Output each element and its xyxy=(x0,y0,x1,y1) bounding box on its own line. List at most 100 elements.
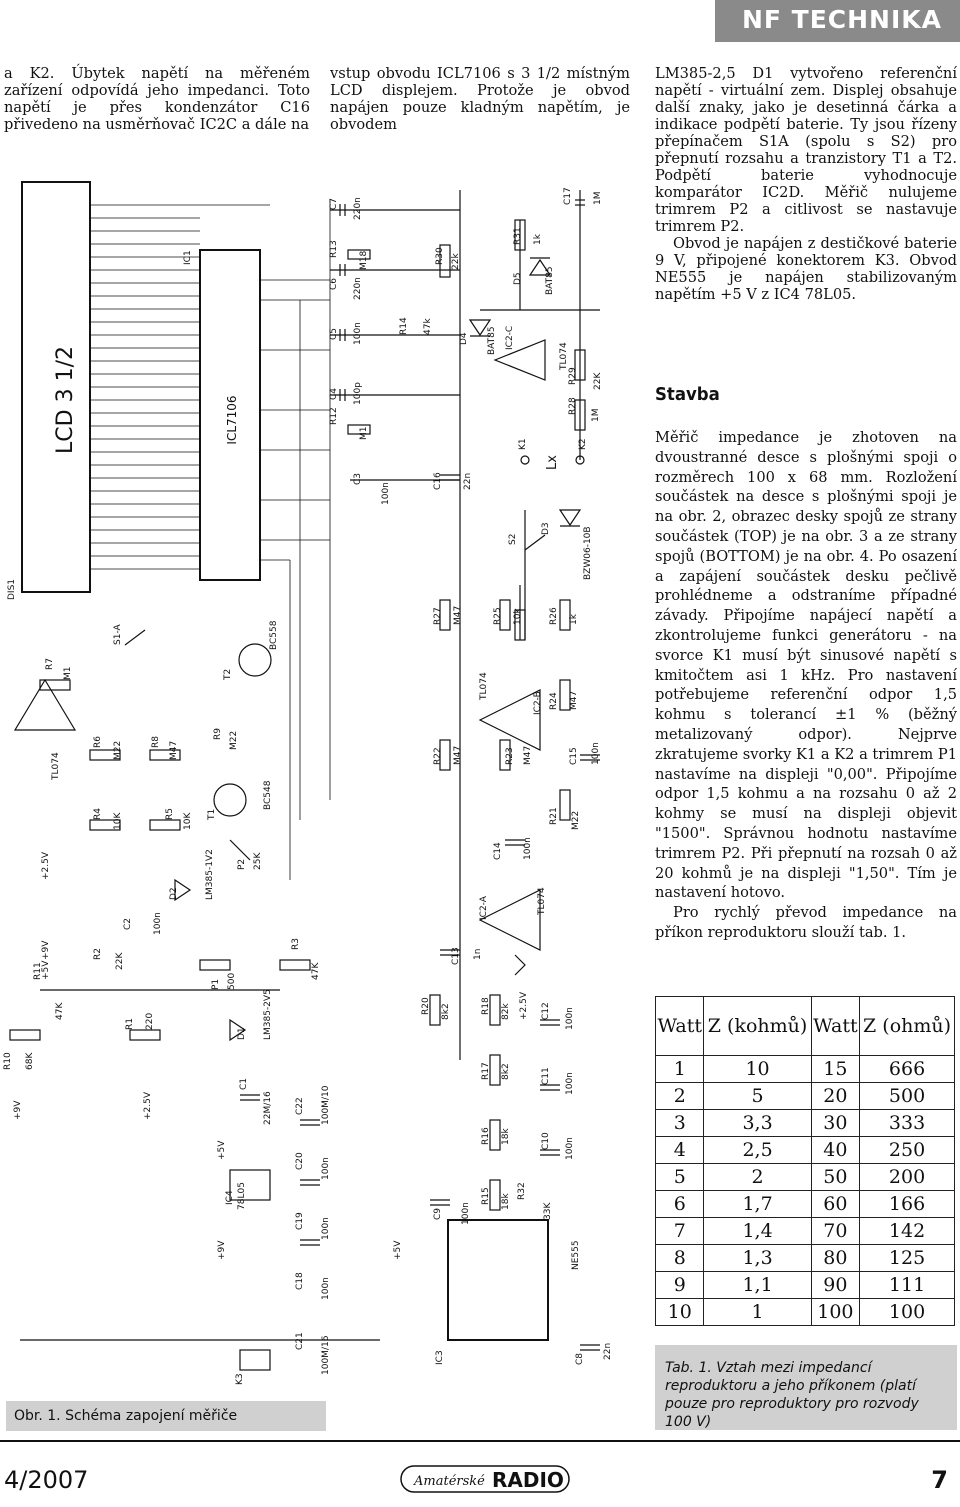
table-cell: 1 xyxy=(703,1298,812,1326)
label: C17 xyxy=(563,187,573,205)
paragraph: Měřič impedance je zhotoven na dvoustran… xyxy=(655,429,957,902)
column-header: Z (ohmů) xyxy=(859,996,955,1056)
label: C9 xyxy=(433,1208,443,1220)
column-header: Z (kohmů) xyxy=(703,996,812,1056)
table-cell: 2 xyxy=(703,1163,812,1191)
table-cell: 4 xyxy=(654,1136,705,1164)
table-cell: 100 xyxy=(810,1298,861,1326)
label: R15 xyxy=(481,1187,491,1205)
label: 100n xyxy=(321,1277,331,1300)
label: +5V xyxy=(41,960,51,980)
label: 82k xyxy=(501,1003,511,1020)
label: R8 xyxy=(151,736,161,748)
label: R29 xyxy=(568,367,578,385)
label: R32 xyxy=(517,1182,527,1200)
label: R5 xyxy=(165,808,175,820)
label: C5 xyxy=(329,328,339,340)
label: 220n xyxy=(353,197,363,220)
table-cell: 666 xyxy=(859,1055,955,1083)
label: S1-A xyxy=(113,624,123,645)
column-header: Watt xyxy=(810,996,861,1056)
label: M47 xyxy=(169,741,179,760)
label: 10K xyxy=(113,812,123,830)
table-cell: 1,1 xyxy=(703,1271,812,1299)
table-cell: 40 xyxy=(810,1136,861,1164)
column-header: Watt xyxy=(654,996,705,1056)
label: R14 xyxy=(399,317,409,335)
svg-text:RADIO: RADIO xyxy=(492,1468,564,1492)
label: LM385-1V2 xyxy=(205,849,215,900)
table-cell: 80 xyxy=(810,1244,861,1272)
table-cell: 10 xyxy=(654,1298,705,1326)
label: D3 xyxy=(541,522,551,535)
table-cell: 60 xyxy=(810,1190,861,1218)
table-cell: 9 xyxy=(654,1271,705,1299)
label: 100p xyxy=(353,382,363,405)
table-cell: 1,4 xyxy=(703,1217,812,1245)
label: IC4 xyxy=(225,1190,235,1205)
label: 18k xyxy=(501,1193,511,1210)
label: D4 xyxy=(459,332,469,345)
table-cell: 20 xyxy=(810,1082,861,1110)
label: R26 xyxy=(549,607,559,625)
label: C19 xyxy=(295,1212,305,1230)
label: R13 xyxy=(329,240,339,258)
label: C7 xyxy=(329,198,339,210)
label: TL074 xyxy=(479,672,489,701)
label: P2 xyxy=(237,859,247,870)
label: 100n xyxy=(461,1202,471,1225)
label: ICL7106 xyxy=(225,395,239,444)
label: 100n xyxy=(565,1072,575,1095)
label: R7 xyxy=(45,658,55,670)
label: C12 xyxy=(541,1002,551,1020)
label: 500 xyxy=(227,973,237,990)
label: +2.5V xyxy=(143,1091,153,1120)
section-banner: NF TECHNIKA xyxy=(715,0,960,42)
label: C3 xyxy=(353,473,363,485)
label: 10k xyxy=(513,608,523,625)
label: 68K xyxy=(25,1052,35,1070)
section-heading: Stavba xyxy=(655,384,720,405)
label: M47 xyxy=(453,746,463,765)
label: D1 xyxy=(237,1027,247,1040)
label: 8k2 xyxy=(501,1063,511,1080)
footer-divider xyxy=(0,1440,960,1442)
table-caption-text: Tab. 1. Vztah mezi impedancí reproduktor… xyxy=(665,1360,919,1430)
label: K1 xyxy=(518,438,528,450)
label: M47 xyxy=(569,691,579,710)
label: 8k2 xyxy=(441,1003,451,1020)
label: C13 xyxy=(451,947,461,965)
table-caption: Tab. 1. Vztah mezi impedancí reproduktor… xyxy=(655,1345,957,1430)
table-cell: 10 xyxy=(703,1055,812,1083)
label: 22k xyxy=(451,253,461,270)
table-cell: 50 xyxy=(810,1163,861,1191)
label: IC2-B xyxy=(533,691,543,715)
table-cell: 3,3 xyxy=(703,1109,812,1137)
table-cell: 250 xyxy=(859,1136,955,1164)
table-cell: 125 xyxy=(859,1244,955,1272)
table-cell: 6 xyxy=(654,1190,705,1218)
label: R9 xyxy=(213,728,223,740)
label: R27 xyxy=(433,607,443,625)
lcd-title: LCD 3 1/2 xyxy=(53,346,78,454)
label: 1n xyxy=(473,949,483,960)
label: M22 xyxy=(113,741,123,760)
text-column-stavba: Měřič impedance je zhotoven na dvoustran… xyxy=(655,428,957,943)
label: R11 xyxy=(33,962,43,980)
label: M47 xyxy=(523,746,533,765)
label: C22 xyxy=(295,1097,305,1115)
label: 22n xyxy=(603,1343,613,1360)
label: R22 xyxy=(433,747,443,765)
label: 1M xyxy=(593,192,603,206)
label: R24 xyxy=(549,692,559,710)
table-cell: 500 xyxy=(859,1082,955,1110)
label: R4 xyxy=(93,808,103,820)
label: 25K xyxy=(253,852,263,870)
label: R25 xyxy=(493,607,503,625)
